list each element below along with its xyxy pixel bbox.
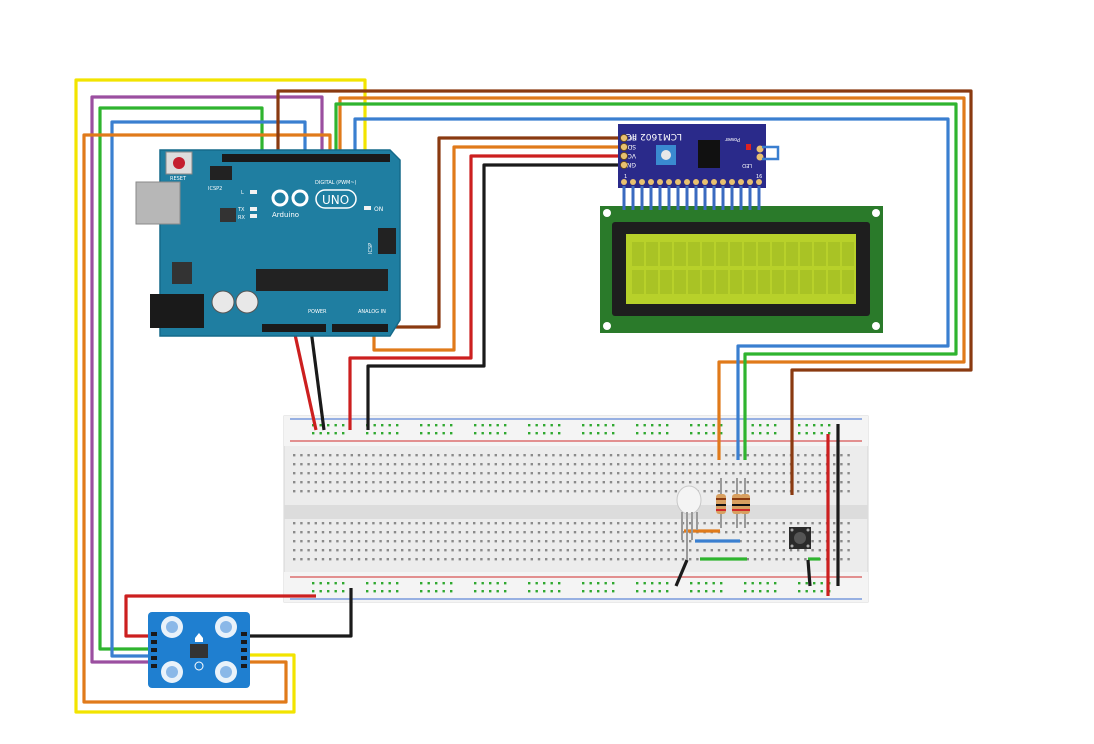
wire-yellow-sensor	[74, 78, 367, 714]
resistor-icon	[716, 478, 726, 528]
on-led-label: ON	[374, 206, 383, 213]
wire-black-sensor	[250, 588, 353, 638]
backlight-led-label: LED	[742, 162, 752, 168]
led-tx-label: TX	[237, 207, 245, 213]
analog-label: ANALOG IN	[358, 309, 386, 315]
breadboard	[283, 415, 869, 603]
lcd-display	[600, 206, 883, 333]
digital-label: DIGITAL (PWM~)	[315, 180, 357, 186]
pin-gnd-label: GND	[622, 161, 636, 168]
pin-sda-label: SDA	[623, 143, 636, 150]
arduino-uno: RESET ICSP2 ICSP UNO Arduino DIGITAL (PW…	[135, 149, 401, 337]
wire-brown-scl	[377, 136, 622, 329]
color-sensor-module	[148, 612, 250, 688]
led-l-label: L	[241, 190, 244, 196]
dc-jack	[150, 294, 204, 328]
push-button-icon[interactable]	[789, 527, 811, 549]
digital-header	[222, 154, 390, 162]
pin-vcc-label: VCC	[624, 152, 636, 159]
pin-scl-label: SCL	[624, 134, 636, 141]
wire-red-sensor	[124, 594, 316, 638]
wire-black-gnd-arduino	[309, 329, 326, 431]
wire-purple-sensor	[90, 95, 324, 664]
pin-sixteen-label: 16	[756, 174, 762, 180]
resistor-icon	[732, 478, 742, 528]
analog-header	[332, 324, 388, 332]
power-header	[262, 324, 326, 332]
reset-label: RESET	[170, 176, 187, 182]
wire-red-5v	[292, 329, 318, 431]
power-led-label: Power	[724, 136, 740, 142]
model-label: UNO	[322, 193, 349, 207]
pin-one-label: 1	[624, 174, 627, 180]
resistor-icon	[740, 478, 750, 528]
wire-brown-button	[276, 89, 973, 495]
power-label: POWER	[308, 309, 327, 315]
jumper-black-btn	[806, 559, 812, 587]
i2c-backpack: LCM1602 IIC SCL SDA VCC GND Power LED 1 …	[618, 124, 780, 210]
wire-green-led	[334, 102, 958, 460]
wires	[74, 78, 973, 714]
wire-blue-led	[353, 117, 950, 460]
reset-button-icon[interactable]	[173, 157, 185, 169]
usb-port	[135, 181, 181, 225]
resistors	[716, 478, 750, 528]
wire-green-sensor	[98, 106, 264, 651]
lcd-module-title: LCM1602 IIC	[626, 131, 682, 141]
brand-label: Arduino	[272, 211, 299, 219]
wire-orange-led	[338, 96, 966, 460]
jumper-black-led	[674, 559, 689, 587]
home-icon	[195, 633, 203, 642]
icsp2-label: ICSP2	[208, 186, 222, 192]
led-rx-label: RX	[238, 215, 245, 221]
wire-orange-sda	[372, 145, 622, 352]
wire-black-gnd	[366, 163, 622, 430]
rgb-led-icon	[676, 485, 702, 560]
wire-red-vcc	[348, 154, 622, 430]
icsp-label: ICSP	[368, 243, 374, 254]
arduino-logo-icon	[271, 189, 309, 207]
wire-orange-sensor	[82, 133, 332, 704]
